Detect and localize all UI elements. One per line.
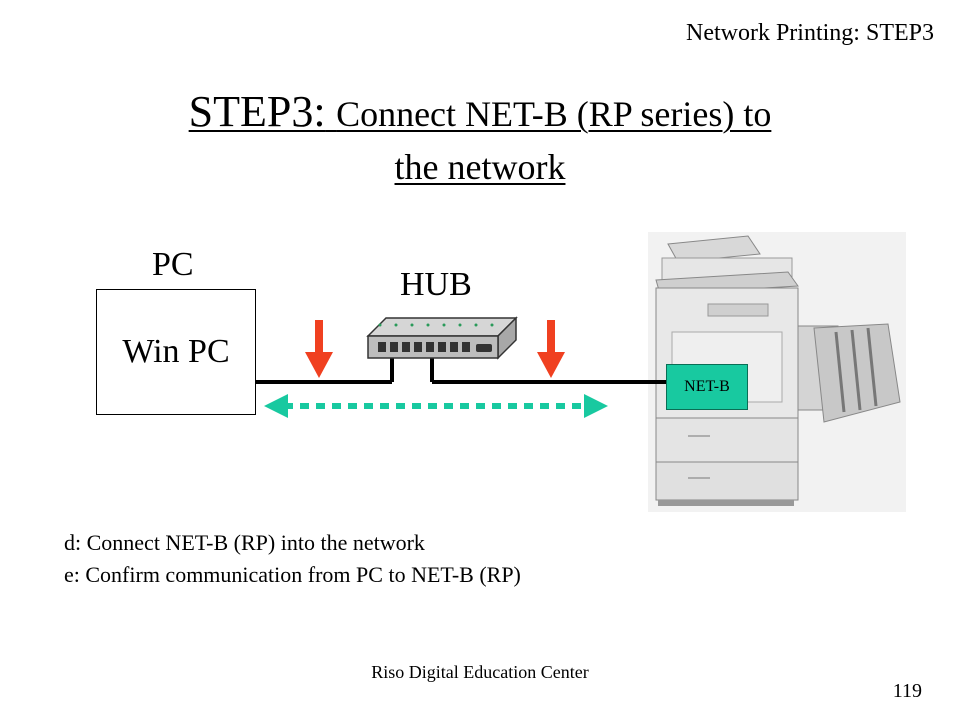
slide-title: STEP3: Connect NET-B (RP series) to the … xyxy=(0,86,960,193)
title-line-1: STEP3: Connect NET-B (RP series) to xyxy=(189,86,772,140)
footer-center: Riso Digital Education Center xyxy=(371,662,589,682)
arrow-down-icon-right xyxy=(537,320,565,378)
netb-box: NET-B xyxy=(666,364,748,410)
hub-label: HUB xyxy=(400,266,472,303)
netb-label: NET-B xyxy=(684,378,730,395)
section-label: Network Printing: STEP3 xyxy=(685,20,934,46)
pc-label: PC xyxy=(152,246,194,283)
page-number: 119 xyxy=(892,680,922,702)
note-d: d: Connect NET-B (RP) into the network xyxy=(64,530,425,555)
hub-icon xyxy=(366,316,518,360)
title-prefix: STEP3: xyxy=(188,87,326,136)
title-line1-rest: Connect NET-B (RP series) to xyxy=(336,94,772,134)
note-e: e: Confirm communication from PC to NET-… xyxy=(64,562,521,587)
win-pc-box: Win PC xyxy=(96,289,256,415)
arrow-down-icon-left xyxy=(305,320,333,378)
win-pc-label: Win PC xyxy=(122,333,230,370)
printer-drawing xyxy=(655,235,901,506)
title-line-2: the network xyxy=(394,147,566,187)
communication-arrow-icon xyxy=(264,394,608,418)
